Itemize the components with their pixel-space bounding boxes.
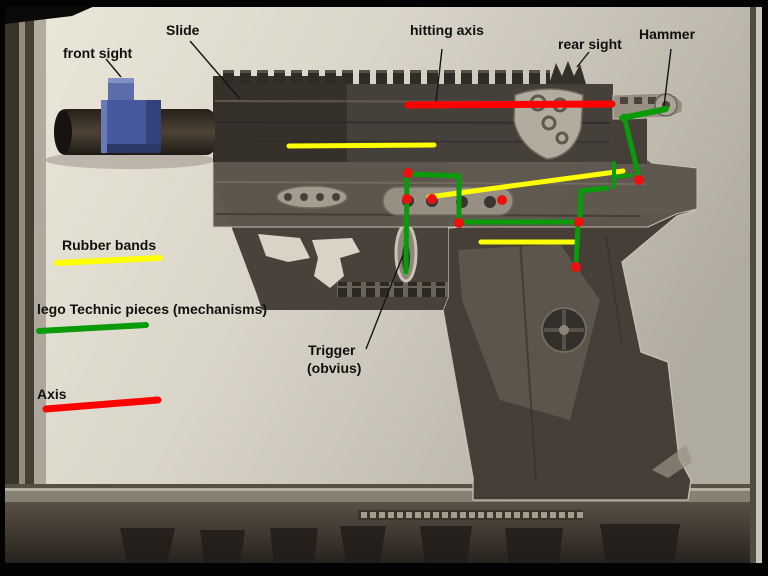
technic-pieces-label: lego Technic pieces (mechanisms): [37, 301, 268, 317]
grip-panel: [458, 244, 600, 420]
front-sight-label: front sight: [63, 45, 133, 61]
axis-point: [574, 217, 584, 227]
mechanisms-sample-line: [36, 322, 149, 334]
trigger-mechanism-line: [403, 173, 410, 275]
trigger-sub-label: (obvius): [307, 360, 362, 376]
barrel-shadow: [45, 151, 215, 169]
hitting-axis-leader: [435, 48, 443, 103]
hammer-mechanism-vertical: [621, 113, 642, 180]
muzzle: [54, 110, 72, 154]
axis-point: [634, 175, 644, 185]
technic-wheel: [541, 307, 587, 353]
holed-plate: [382, 186, 514, 216]
oval-plate: [276, 185, 348, 209]
axis-point: [454, 218, 464, 228]
left-wall-edge: [5, 0, 46, 576]
axis-point: [427, 194, 437, 204]
small-mechanism-horizontal: [612, 173, 633, 179]
hammer-mechanism-diagonal: [619, 106, 669, 121]
rubber-bands-label: Rubber bands: [62, 237, 157, 253]
trigger-leader: [365, 254, 404, 350]
trigger-opening: [312, 238, 360, 288]
right-wall-edge: [750, 0, 762, 576]
right-mechanism-elbow: [577, 185, 610, 225]
rubber-bands-sample-line: [54, 255, 163, 266]
hitting-axis-line: [404, 100, 616, 109]
axis-label: Axis: [37, 386, 67, 402]
hammer-leader: [663, 48, 672, 107]
axis-point: [403, 168, 413, 178]
front-sight-leader: [105, 58, 122, 78]
top-studs: [220, 70, 550, 84]
guard-notch-opening: [258, 234, 310, 262]
slide-leader: [189, 40, 241, 100]
table-surface: [5, 484, 758, 563]
lego-pistol: [54, 61, 698, 501]
stand-feet: [120, 524, 680, 563]
axis-point: [402, 194, 412, 204]
axis-point: [571, 262, 581, 272]
axis-sample-line: [42, 396, 162, 413]
hammer-label: Hammer: [639, 26, 696, 42]
trigger-label: Trigger: [308, 342, 356, 358]
slide-rubber-band-line: [286, 142, 437, 149]
grip-heel-highlight: [652, 445, 692, 478]
rear-sight-leader: [576, 51, 590, 68]
grip-mechanism-line: [573, 221, 581, 269]
rear-sight-piece: [549, 61, 586, 84]
axis-point: [497, 195, 507, 205]
rear-sight-label: rear sight: [558, 36, 622, 52]
top-mechanism-path: [405, 171, 462, 225]
front-sight-piece: [101, 78, 161, 153]
slide-label: Slide: [166, 22, 200, 38]
hitting-axis-label: hitting axis: [410, 22, 484, 38]
